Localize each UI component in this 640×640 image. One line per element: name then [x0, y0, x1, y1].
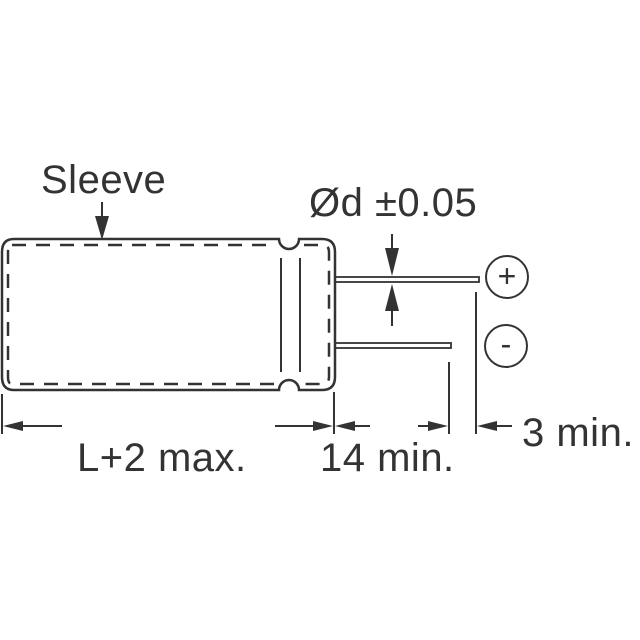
positive-circle: [485, 255, 529, 299]
arrow-left-icon: [477, 421, 497, 431]
body-length-label: L+2 max.: [77, 436, 247, 480]
arrow-down-icon: [385, 248, 399, 276]
positive-polarity-icon: +: [497, 258, 517, 294]
negative-lead: [334, 342, 452, 349]
sleeve-dashed-outline: [6, 243, 331, 386]
sleeve-label: Sleeve: [41, 158, 167, 202]
negative-polarity-icon: -: [500, 326, 512, 362]
lead-diameter-label: Ød ±0.05: [309, 181, 478, 225]
negative-circle: [484, 324, 528, 368]
lead-length-label: 14 min.: [320, 436, 455, 480]
arrow-up-icon: [385, 284, 399, 311]
arrow-left-icon: [3, 421, 23, 431]
arrow-right-icon: [428, 421, 448, 431]
arrow-left-icon: [335, 421, 355, 431]
lead-offset-label: 3 min.: [522, 411, 634, 455]
arrow-right-icon: [313, 421, 333, 431]
capacitor-body: [0, 237, 337, 392]
positive-lead: [334, 276, 480, 283]
sleeve-arrow-icon: [95, 216, 109, 240]
